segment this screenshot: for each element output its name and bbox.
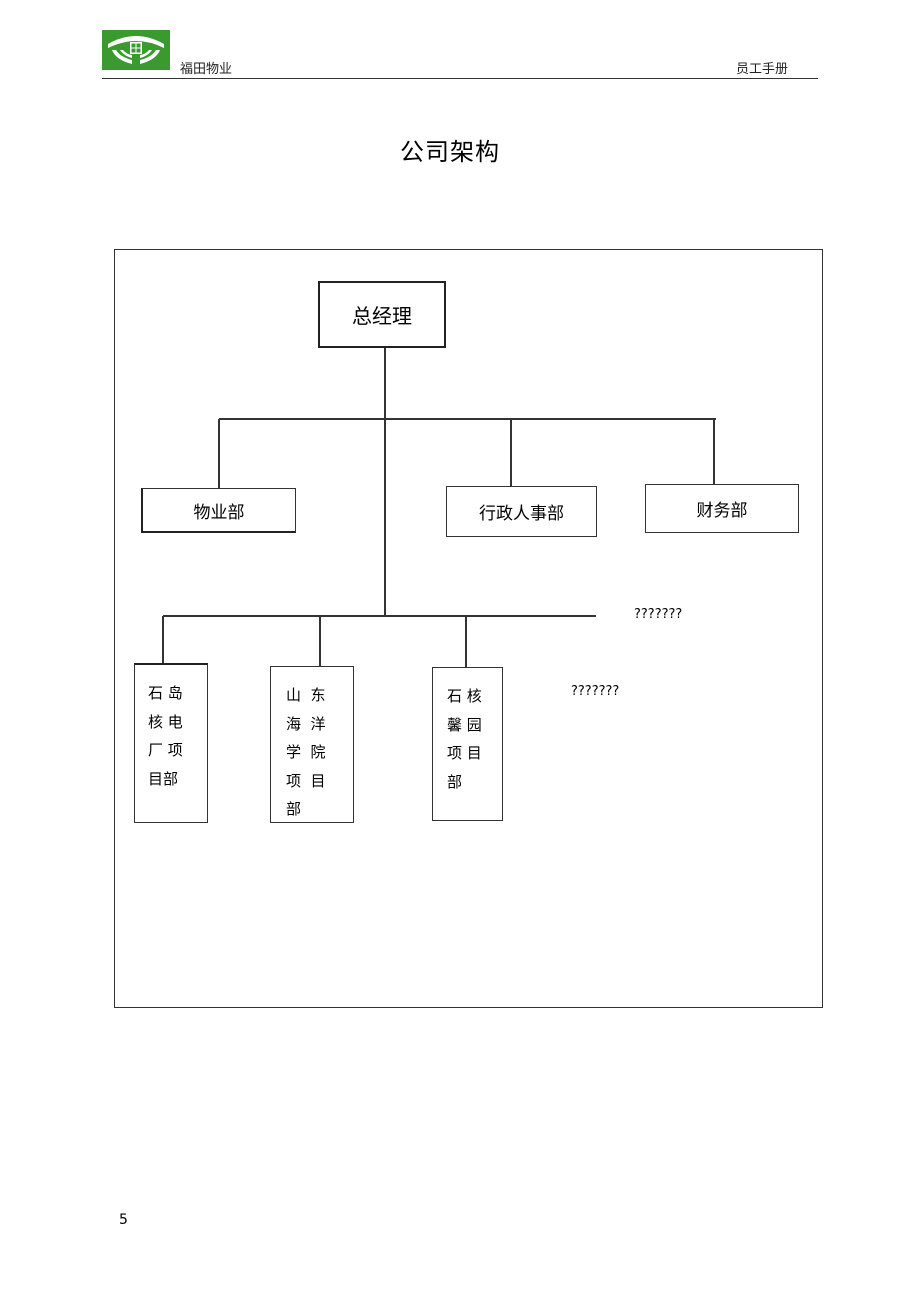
org-node-general-manager: 总经理 (318, 281, 446, 348)
project-3-line: 馨 园 (447, 715, 482, 734)
page-title: 公司架构 (400, 138, 500, 166)
org-node-project-2: 山 东 海 洋 学 院 项 目 部 (270, 666, 354, 823)
project-2-line: 海 洋 (286, 714, 326, 733)
org-node-finance-dept: 财务部 (645, 484, 799, 533)
project-2-line: 项 目 (286, 771, 326, 790)
unknown-label-1: ??????? (634, 607, 683, 622)
company-logo-icon (102, 30, 170, 70)
header-divider (102, 78, 818, 79)
unknown-label-2: ??????? (571, 684, 620, 699)
header-company-name: 福田物业 (180, 62, 233, 77)
page-number: 5 (119, 1212, 128, 1228)
project-3-line: 部 (447, 772, 463, 791)
org-node-property-dept: 物业部 (141, 488, 296, 533)
header-doc-title: 员工手册 (736, 62, 789, 77)
project-2-line: 学 院 (286, 743, 326, 761)
org-node-admin-hr-dept: 行政人事部 (446, 486, 597, 537)
project-1-line: 目部 (148, 769, 179, 788)
project-3-line: 石 核 (447, 687, 482, 705)
org-chart-frame (114, 249, 823, 1008)
project-3-line: 项 目 (447, 744, 482, 762)
project-1-line: 厂 项 (148, 741, 183, 759)
project-1-line: 石 岛 (148, 684, 183, 702)
project-2-line: 部 (286, 800, 302, 818)
project-1-line: 核 电 (148, 712, 183, 731)
project-2-line: 山 东 (286, 686, 326, 704)
org-node-project-1: 石 岛 核 电 厂 项 目部 (134, 663, 208, 823)
org-node-project-3: 石 核 馨 园 项 目 部 (432, 667, 503, 821)
